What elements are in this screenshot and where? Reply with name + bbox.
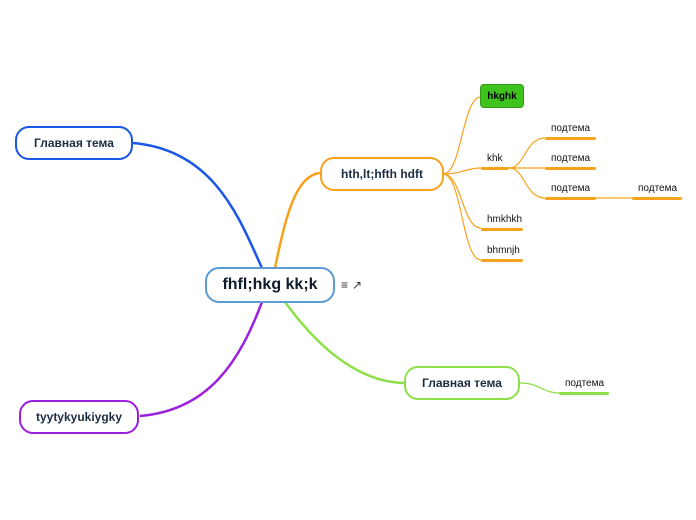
subtopic-khk-grandchild-underline [632,197,682,200]
link-root-to-branch-1 [273,171,321,269]
main-topic-4[interactable]: tyytykyukiygky [19,400,139,434]
subtopic-khk-child-2-underline [545,167,596,170]
link-branch-2-child-1 [519,382,561,394]
subtopic-khk[interactable]: khk [487,153,503,164]
subtopic-hkghk-label: hkghk [487,90,517,102]
subtopic-bhmnjh-underline [481,259,523,262]
subtopic-hmkhkh-underline [481,228,523,231]
subtopic-khk-underline [481,167,509,170]
external-link-icon[interactable]: ↗ [352,278,363,292]
main-topic-2-label: Главная тема [422,376,502,390]
central-topic-label: fhfl;hkg kk;k [222,276,318,293]
main-topic-3-label: Главная тема [34,136,114,150]
link-branch-1-child-2 [442,167,482,175]
central-topic[interactable]: fhfl;hkg kk;k [205,267,335,303]
subtopic-hkghk[interactable]: hkghk [481,85,523,107]
main-topic-1-label: hth,lt;hfth hdft [341,167,423,181]
link-branch-1-child-4 [442,173,482,261]
link-khk-sub-3 [508,167,546,199]
subtopic-khk-child-3[interactable]: подтема [551,183,591,194]
main-topic-3[interactable]: Главная тема [15,126,133,160]
subtopic-khk-child-2[interactable]: подтема [551,153,591,164]
subtopic-khk-child-1-underline [545,137,596,140]
notes-icon[interactable]: ≡ [341,278,349,292]
link-root-to-branch-3 [132,141,264,269]
link-khk-sub-1 [508,137,546,169]
subtopic-khk-child-1[interactable]: подтема [551,123,591,134]
subtopic-khk-grandchild[interactable]: подтема [638,183,678,194]
link-root-to-branch-4 [139,301,264,418]
link-branch-1-child-1 [442,96,482,175]
main-topic-4-label: tyytykyukiygky [35,410,123,424]
subtopic-hmkhkh[interactable]: hmkhkh [487,214,523,225]
subtopic-bhmnjh[interactable]: bhmnjh [487,245,520,256]
main-topic-1[interactable]: hth,lt;hfth hdft [320,157,444,191]
main-topic-2[interactable]: Главная тема [404,366,520,400]
subtopic-green-child-1-underline [559,392,609,395]
link-root-to-branch-2 [283,301,405,385]
subtopic-khk-child-3-underline [545,197,596,200]
central-topic-icons: ≡ ↗ [341,278,362,292]
link-branch-1-child-3 [442,173,482,229]
subtopic-green-child-1[interactable]: подтема [565,378,605,389]
